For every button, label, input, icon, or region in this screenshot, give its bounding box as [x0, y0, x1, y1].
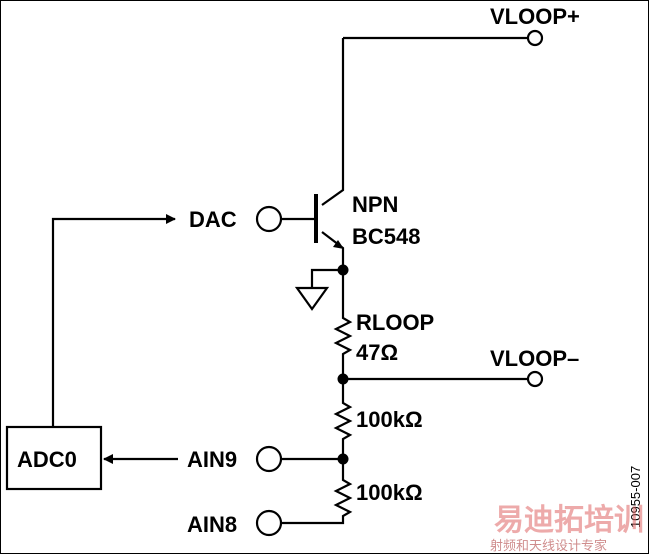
emitter-arrow	[333, 240, 344, 249]
watermark-main: 易迪拓培训	[494, 503, 644, 538]
r100k-b-label: 100kΩ	[356, 480, 423, 505]
rloop-label: RLOOP	[356, 310, 434, 335]
emitter-wire	[321, 231, 345, 270]
resistor-100k-b	[282, 459, 353, 525]
ground-wire	[310, 268, 343, 288]
adc0-label: ADC0	[17, 447, 77, 472]
watermark-sub: 射频和天线设计专家	[490, 538, 607, 554]
ain9-terminal	[255, 445, 283, 473]
resistor-100k-a	[333, 379, 353, 459]
bc548-label: BC548	[352, 224, 420, 249]
ground-icon	[294, 286, 330, 311]
rloop-resistor	[333, 270, 353, 379]
adc0-block	[5, 425, 103, 491]
vloop-minus-label: VLOOP–	[490, 346, 579, 371]
r100k-a-label: 100kΩ	[356, 407, 423, 432]
npn-label: NPN	[352, 192, 398, 217]
adc-dac-wire	[51, 214, 176, 427]
dac-terminal	[255, 205, 283, 233]
ain9-label: AIN9	[187, 447, 237, 472]
collector-wire	[321, 38, 345, 206]
figure-id: 10955-007	[628, 466, 643, 528]
ain8-terminal	[255, 509, 283, 537]
r47-label: 47Ω	[356, 340, 398, 365]
ain8-label: AIN8	[187, 512, 237, 537]
dac-label: DAC	[189, 207, 237, 232]
vloop-minus-terminal	[526, 370, 544, 388]
vloop-plus-terminal	[526, 29, 544, 47]
vloop-plus-label: VLOOP+	[490, 4, 580, 29]
